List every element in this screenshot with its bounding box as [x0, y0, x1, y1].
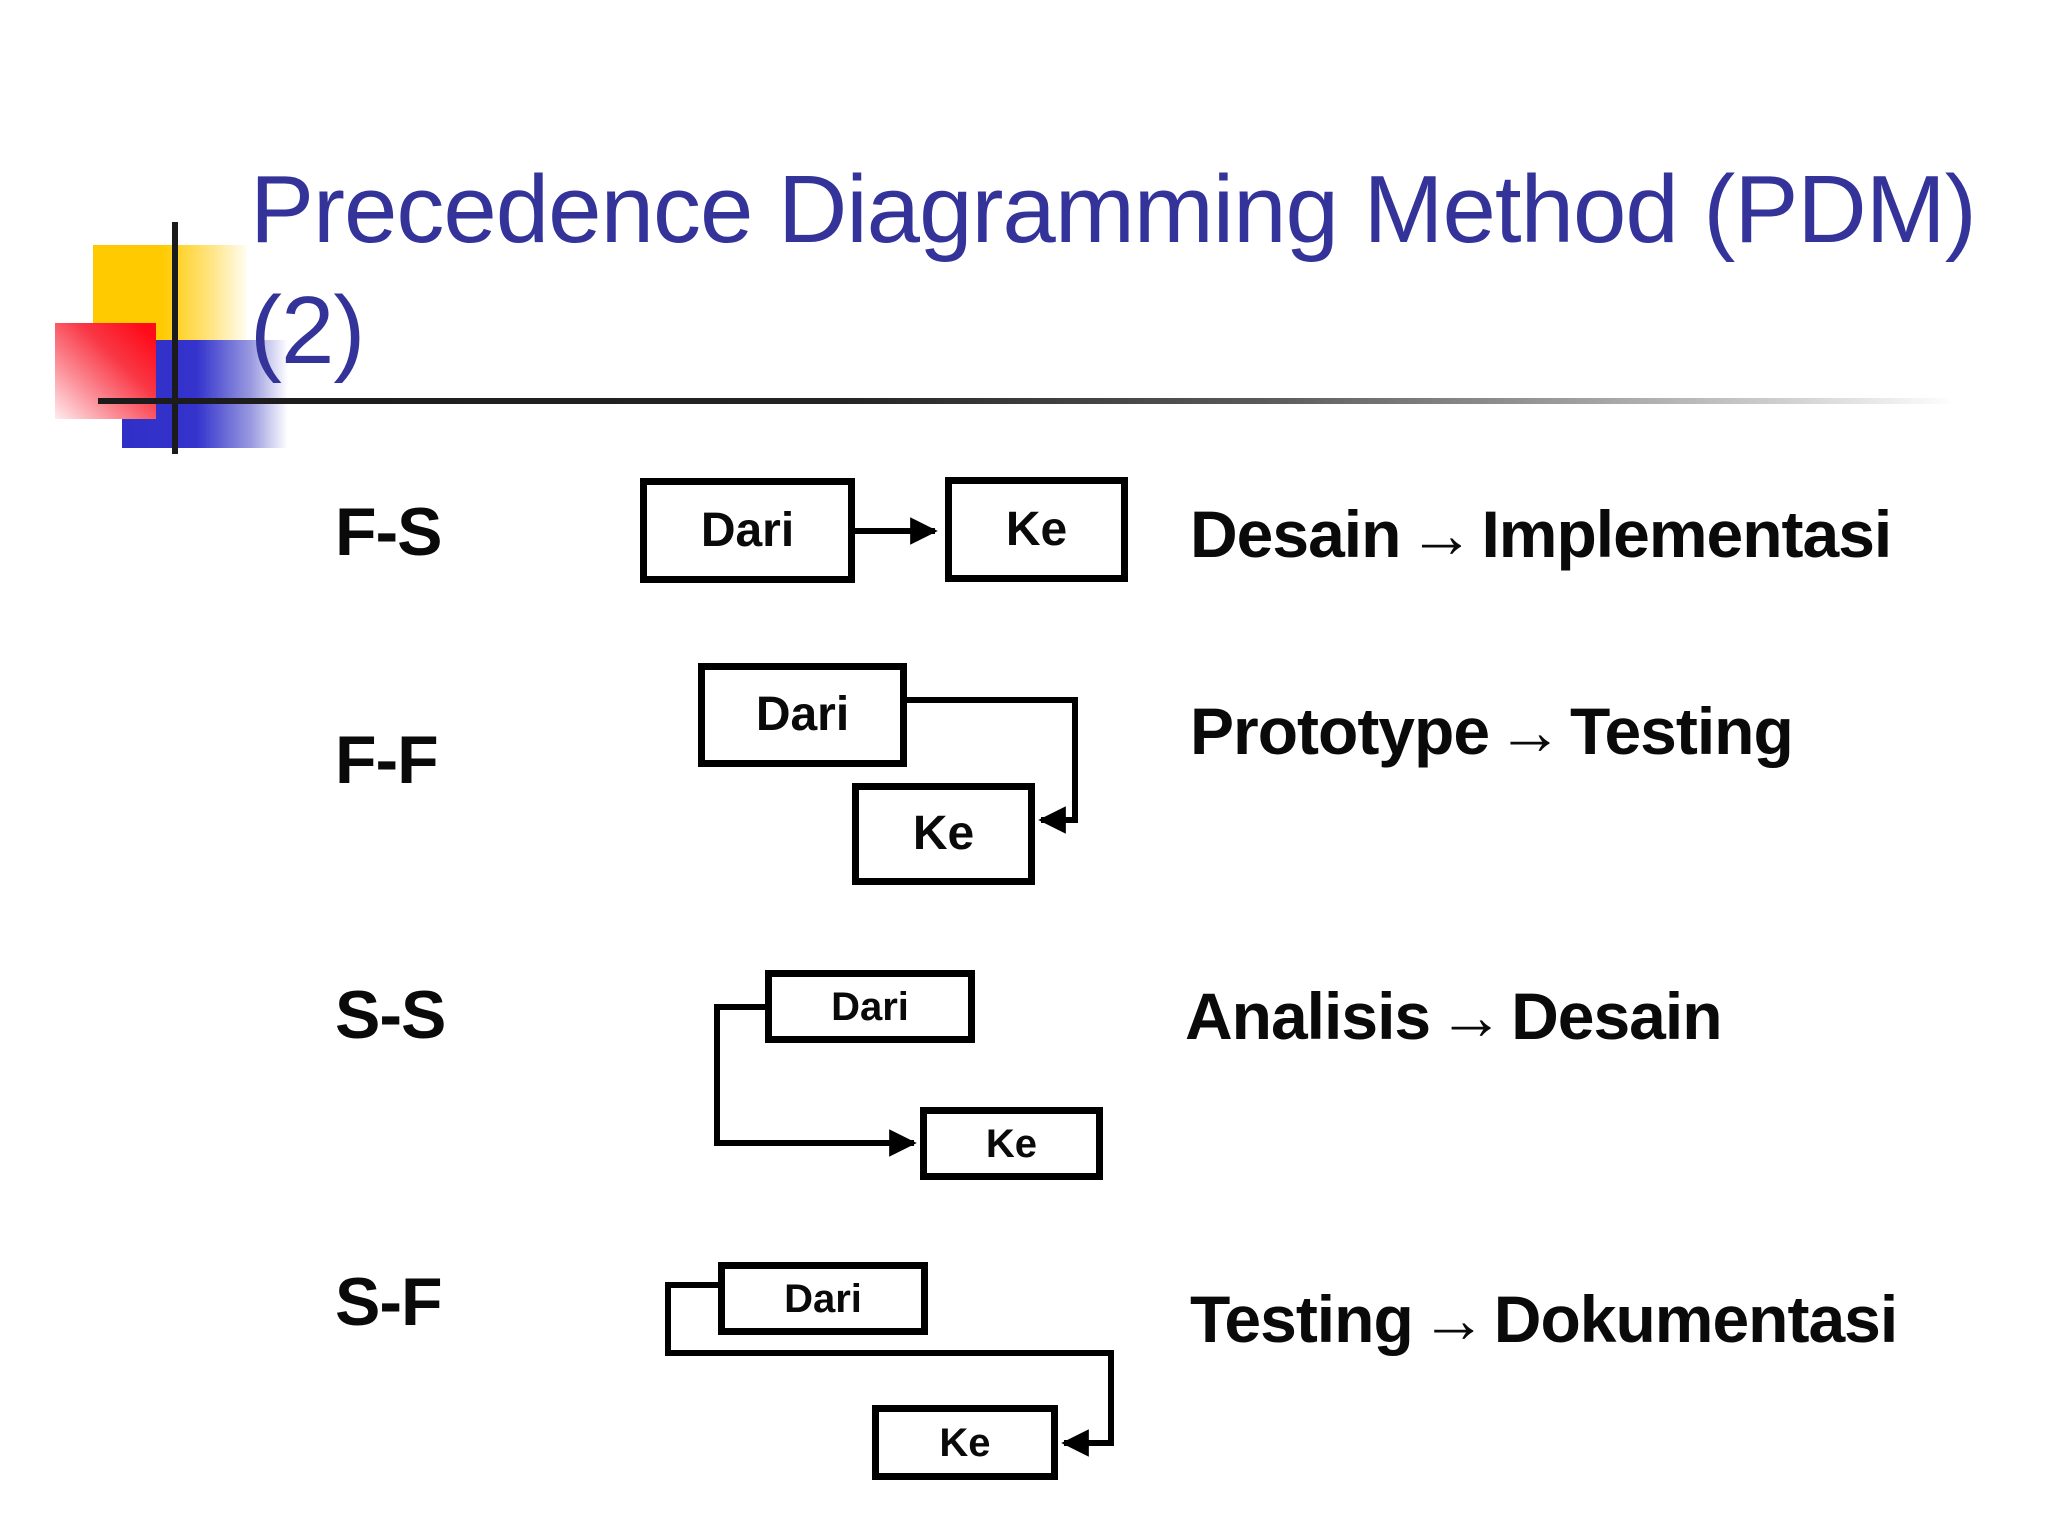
relationship-label-fs: F-S: [335, 494, 443, 570]
right-arrow-icon: →: [1438, 979, 1504, 1053]
fs-dari-box: Dari: [640, 478, 855, 583]
ss-ke-box: Ke: [920, 1107, 1103, 1180]
right-arrow-icon: →: [1497, 694, 1563, 768]
sf-dari-label: Dari: [784, 1276, 862, 1321]
fs-example-text: Desain→Implementasi: [1190, 501, 1892, 567]
fs-example-from: Desain: [1190, 497, 1401, 571]
sf-ke-box: Ke: [872, 1405, 1058, 1480]
slide-title-line-2: (2): [250, 276, 365, 384]
ff-ke-label: Ke: [912, 807, 975, 860]
ss-dari-label: Dari: [831, 984, 909, 1029]
fs-example-to: Implementasi: [1481, 497, 1892, 571]
ss-example-text: Analisis→Desain: [1185, 983, 1723, 1049]
slide-title: Precedence Diagramming Method (PDM) (2): [250, 150, 2010, 392]
right-arrow-icon: →: [1420, 1282, 1487, 1356]
right-arrow-icon: →: [1408, 497, 1474, 571]
ss-example-to: Desain: [1511, 979, 1722, 1053]
fs-ke-box: Ke: [945, 477, 1128, 582]
ff-example-to: Testing: [1570, 694, 1794, 768]
sf-example-text: Testing→Dokumentasi: [1190, 1286, 1898, 1352]
decor-red-square: [55, 323, 156, 419]
ff-ke-box: Ke: [852, 783, 1035, 885]
relationship-label-ff: F-F: [335, 722, 439, 798]
ff-example-from: Prototype: [1190, 694, 1490, 768]
ff-example-text: Prototype→Testing: [1190, 698, 1794, 764]
ss-example-from: Analisis: [1185, 979, 1431, 1053]
sf-example-from: Testing: [1190, 1282, 1414, 1356]
fs-ke-label: Ke: [1005, 502, 1068, 556]
sf-example-to: Dokumentasi: [1493, 1282, 1898, 1356]
title-underline: [98, 398, 1950, 404]
slide-title-line-1: Precedence Diagramming Method (PDM): [250, 156, 1977, 263]
ff-dari-label: Dari: [755, 688, 850, 741]
decor-vertical-line: [172, 222, 178, 454]
relationship-label-ss: S-S: [335, 977, 446, 1053]
ss-dari-box: Dari: [765, 970, 975, 1043]
ff-dari-box: Dari: [698, 663, 907, 767]
ss-ke-label: Ke: [985, 1121, 1038, 1166]
fs-dari-label: Dari: [700, 503, 795, 557]
relationship-label-sf: S-F: [335, 1264, 443, 1340]
sf-dari-box: Dari: [718, 1262, 928, 1335]
sf-ke-label: Ke: [939, 1420, 991, 1465]
